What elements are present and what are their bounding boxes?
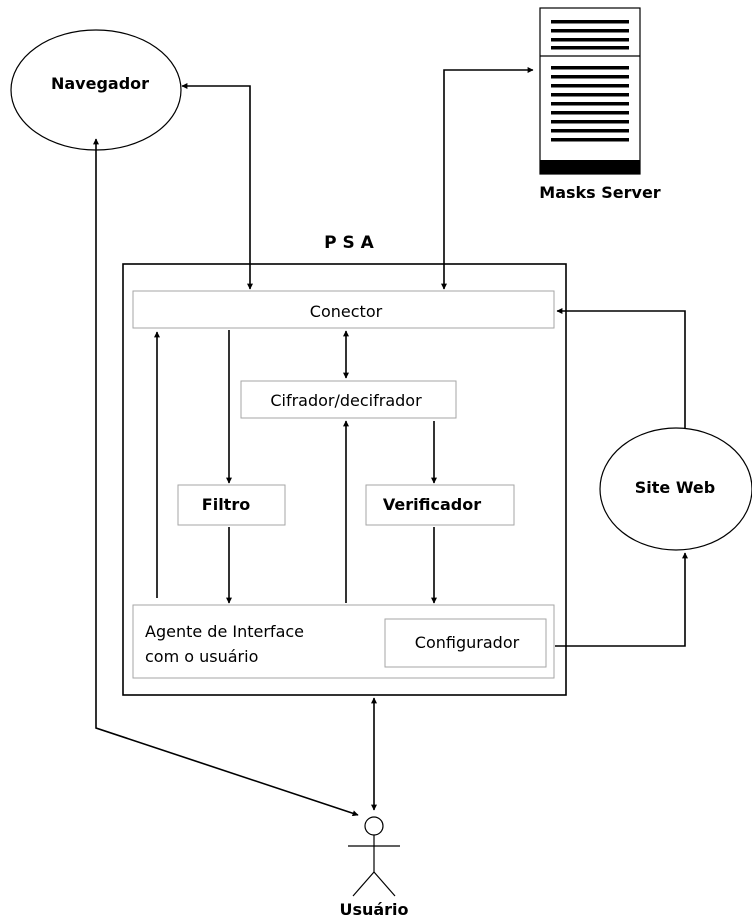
site-web-label: Site Web xyxy=(635,478,715,497)
navegador-conector-arrow xyxy=(181,83,253,290)
configurador-label: Configurador xyxy=(415,633,520,652)
psa-title: P S A xyxy=(324,233,375,253)
navegador-label: Navegador xyxy=(51,74,149,93)
filtro-label: Filtro xyxy=(202,495,250,514)
verificador-box: Verificador xyxy=(365,484,515,526)
masks-server-label: Masks Server xyxy=(539,183,661,202)
filtro-box: Filtro xyxy=(177,484,286,526)
conector-box: Conector xyxy=(132,290,555,329)
usuario-navegador-arrow xyxy=(93,138,359,817)
siteweb-conector-arrow xyxy=(556,308,686,428)
masks-server-node: Masks Server xyxy=(539,7,661,202)
usuario-label: Usuário xyxy=(339,900,408,919)
conector-label: Conector xyxy=(310,302,383,321)
agente-label-line2: com o usuário xyxy=(145,647,258,666)
verificador-label: Verificador xyxy=(383,495,481,514)
cifrador-box: Cifrador/decifrador xyxy=(240,380,457,419)
navegador-node: Navegador xyxy=(10,29,182,151)
site-web-node: Site Web xyxy=(599,427,752,551)
configurador-siteweb-arrow xyxy=(555,552,688,647)
usuario-node: Usuário xyxy=(339,816,409,919)
agente-label-line1: Agente de Interface xyxy=(145,622,304,641)
masks-conector-arrow xyxy=(441,67,534,290)
server-icon xyxy=(539,7,641,175)
cifrador-label: Cifrador/decifrador xyxy=(270,391,422,410)
user-figure-icon xyxy=(348,816,400,897)
configurador-box: Configurador xyxy=(384,618,547,668)
